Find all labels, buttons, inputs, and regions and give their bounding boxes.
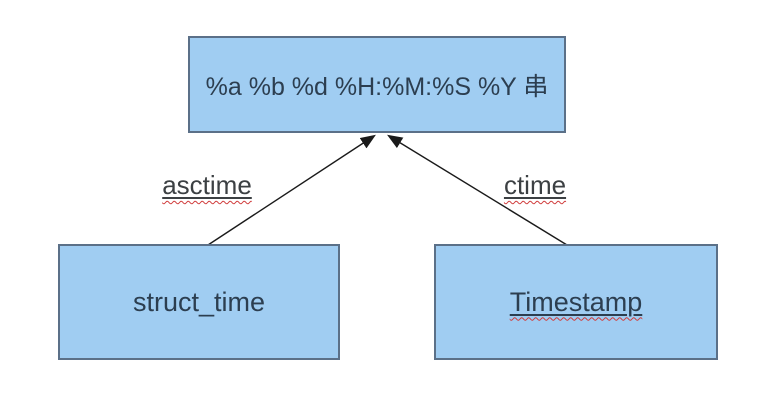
edge-label-ctime-underline: ctime — [504, 170, 566, 200]
node-struct-time: struct_time — [58, 244, 340, 360]
node-format-string-label: %a %b %d %H:%M:%S %Y 串 — [205, 72, 549, 101]
node-timestamp: Timestamp — [434, 244, 718, 360]
edge-label-asctime-text: asctime — [162, 170, 252, 200]
node-timestamp-underline: Timestamp — [510, 287, 643, 318]
node-format-string: %a %b %d %H:%M:%S %Y 串 — [188, 36, 566, 133]
edge-label-ctime: ctime — [504, 170, 566, 201]
node-timestamp-label: Timestamp — [509, 286, 643, 317]
edge-label-asctime: asctime — [162, 170, 252, 201]
edge-label-asctime-underline: asctime — [162, 170, 252, 200]
edge-label-ctime-text: ctime — [503, 170, 567, 200]
node-struct-time-label: struct_time — [132, 286, 266, 317]
